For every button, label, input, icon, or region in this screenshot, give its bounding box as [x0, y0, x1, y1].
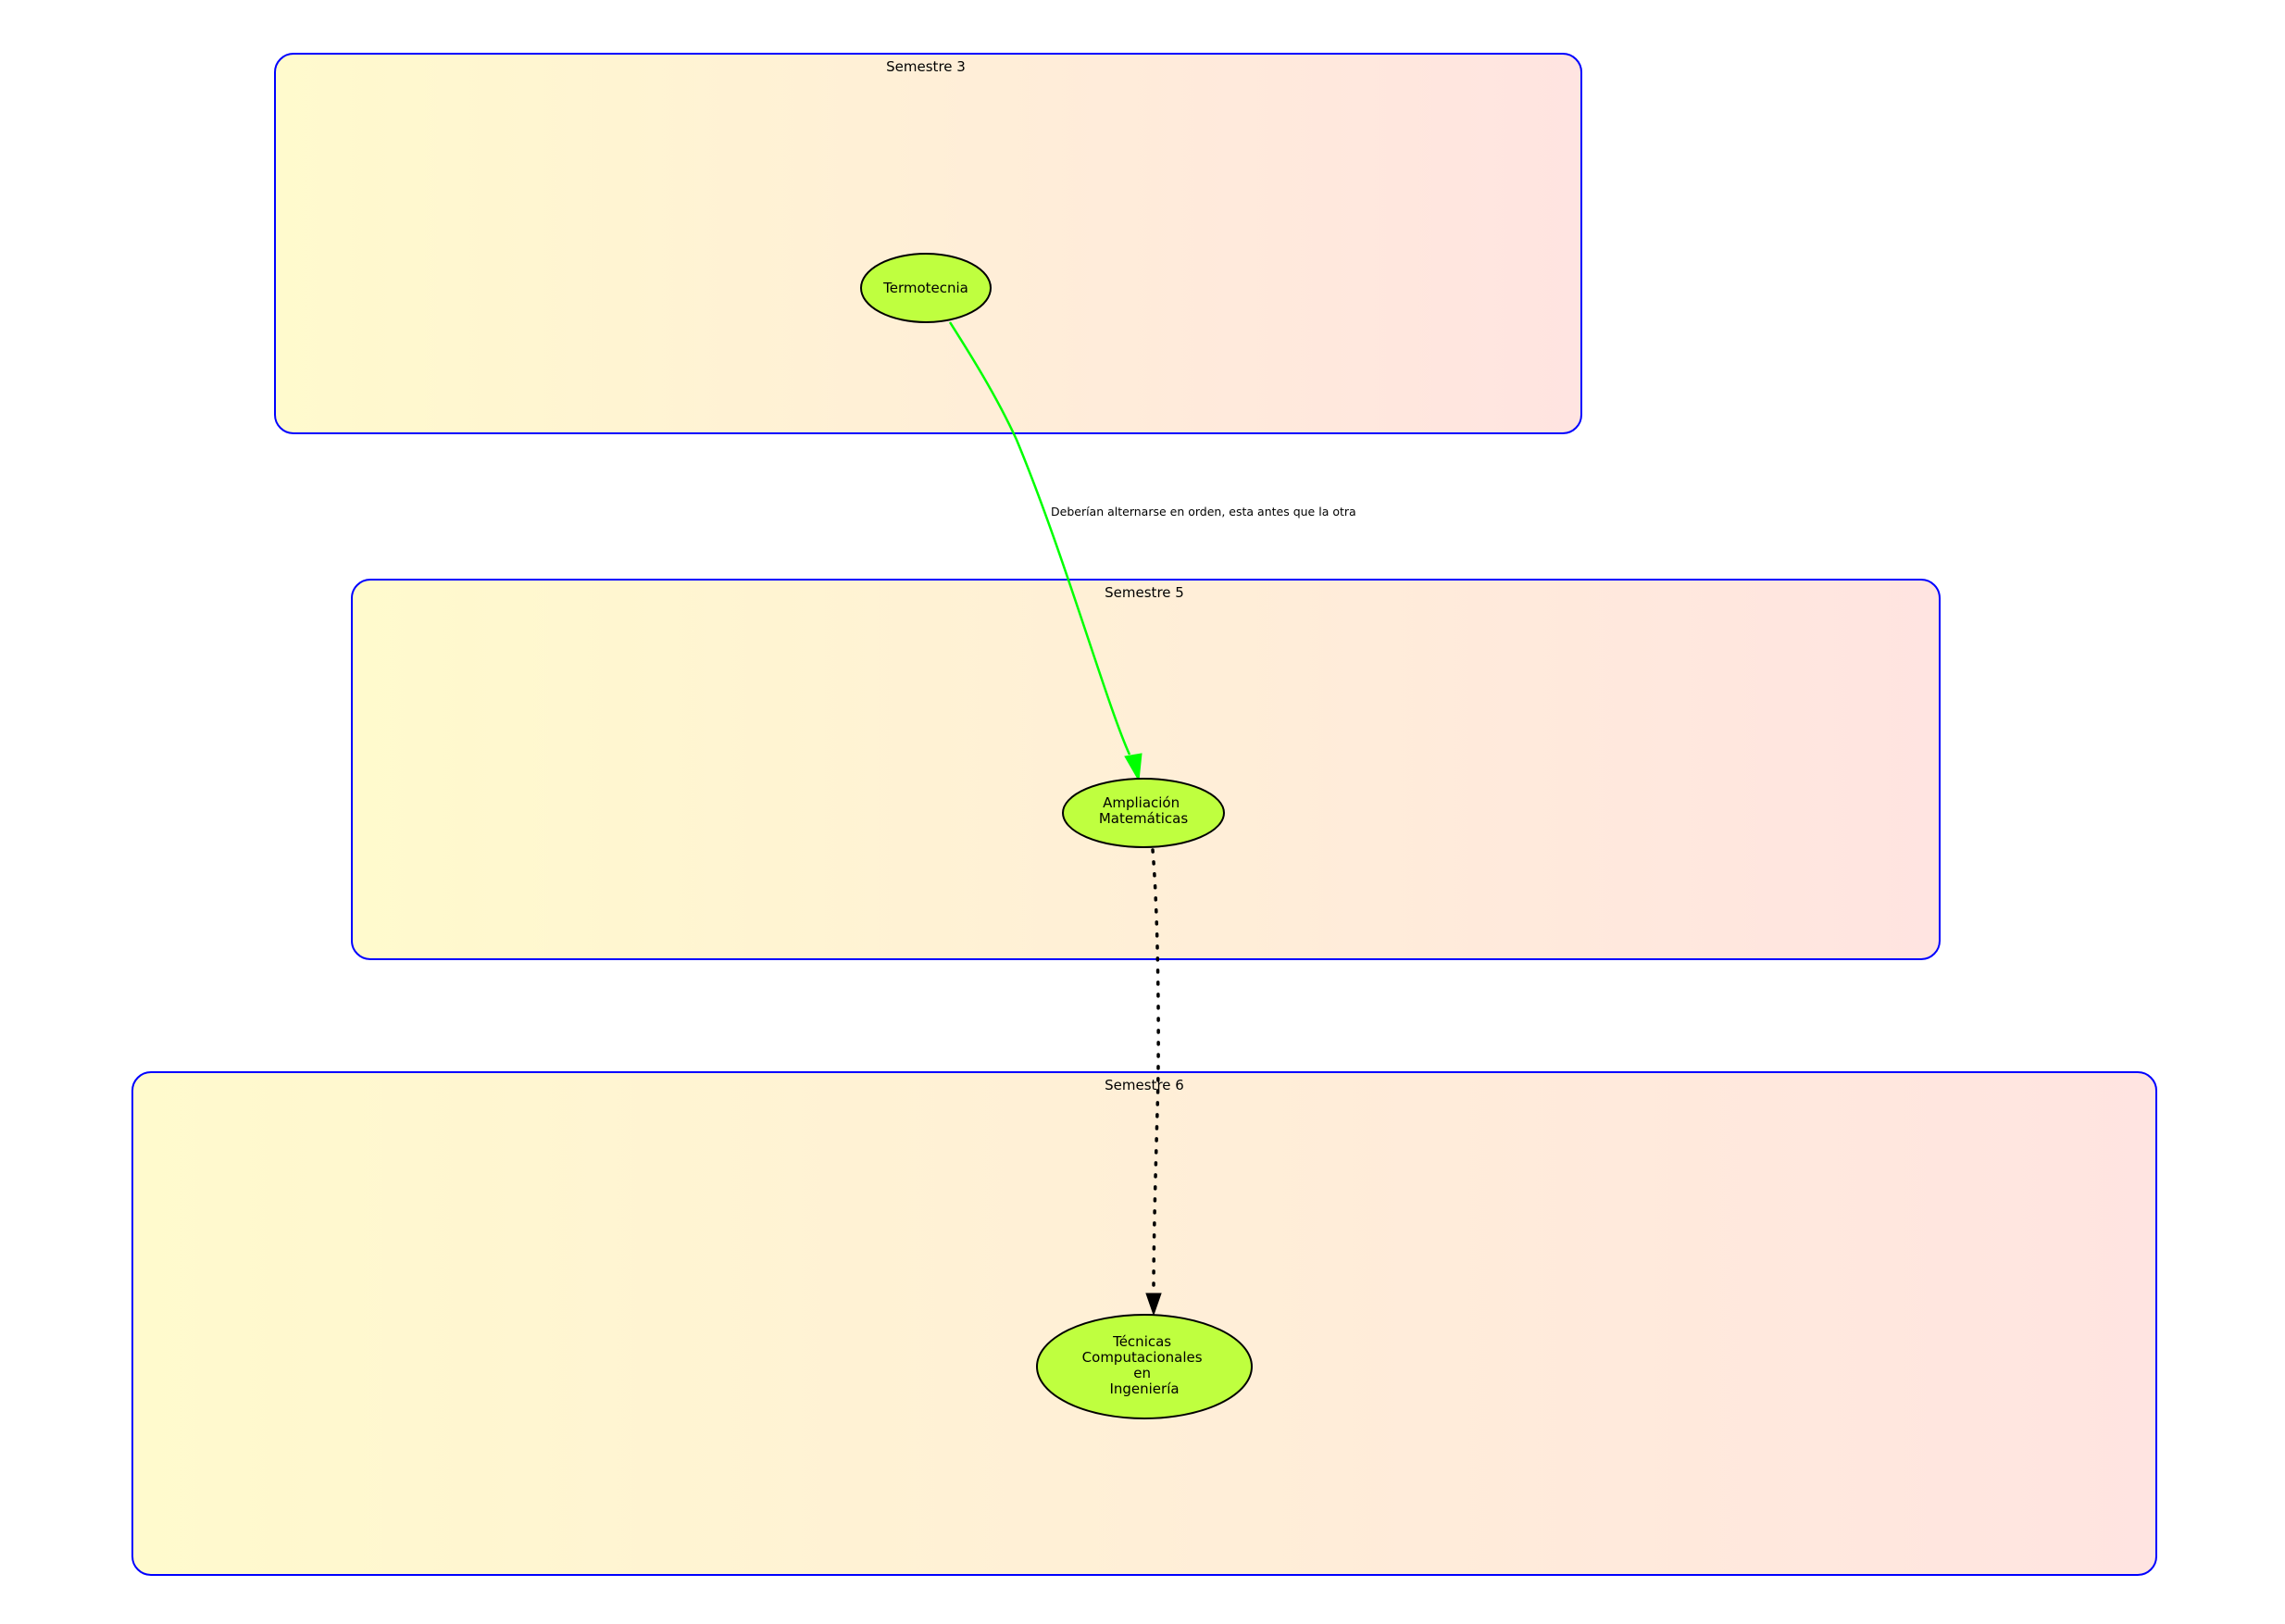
node-ampliacion-matematicas[interactable]: Ampliación Matemáticas — [1062, 778, 1225, 848]
arrowhead-icon — [1124, 753, 1142, 782]
edge-ampliacion-tecnicas — [1145, 848, 1162, 1317]
node-label: Ampliación Matemáticas — [1099, 794, 1189, 827]
edge-termotecnia-ampliacion: Deberían alternarse en orden, esta antes… — [948, 321, 1356, 782]
cluster-label-semestre-5: Semestre 5 — [1105, 584, 1184, 601]
arrowhead-icon — [1145, 1293, 1162, 1317]
cluster-label-semestre-6: Semestre 6 — [1105, 1077, 1184, 1093]
node-termotecnia[interactable]: Termotecnia — [860, 253, 992, 323]
cluster-label-semestre-3: Semestre 3 — [886, 58, 966, 75]
node-tecnicas-computacionales[interactable]: Técnicas Computacionales en Ingeniería — [1036, 1314, 1253, 1419]
cluster-semestre-3: Semestre 3 — [274, 53, 1582, 434]
cluster-semestre-5: Semestre 5 — [351, 579, 1941, 960]
node-label: Técnicas Computacionales en Ingeniería — [1082, 1333, 1207, 1397]
node-label: Termotecnia — [882, 280, 968, 296]
edge-label: Deberían alternarse en orden, esta antes… — [1051, 505, 1356, 518]
